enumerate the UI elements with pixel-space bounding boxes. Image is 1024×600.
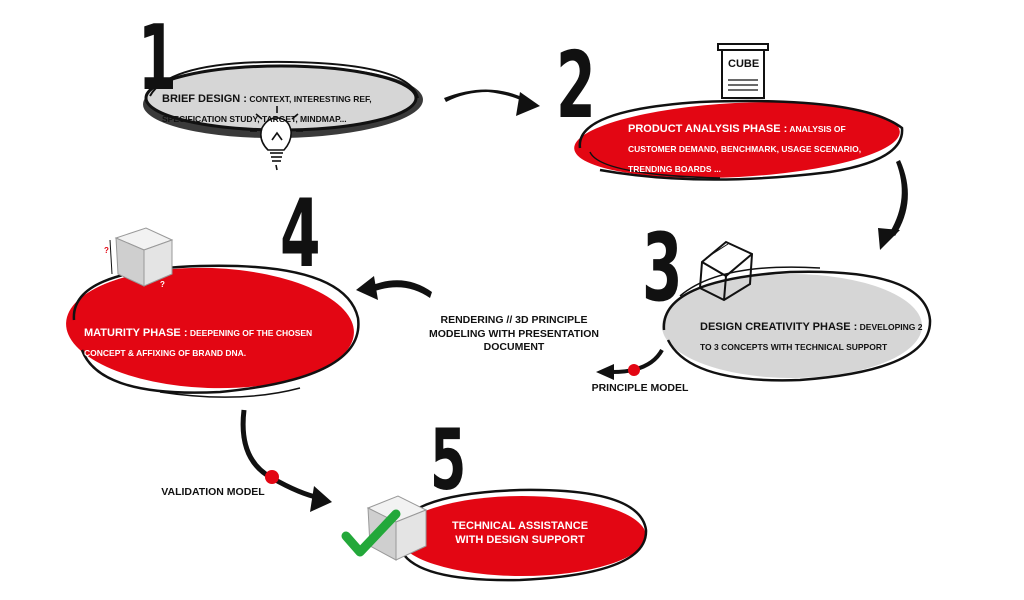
rendering-label: RENDERING // 3D PRINCIPLE MODELING WITH …: [429, 314, 599, 354]
step-5-blob: [396, 488, 648, 582]
cube-question-mark-1: ?: [104, 246, 109, 255]
step-3-detail: DEVELOPING 2 TO 3 CONCEPTS WITH TECHNICA…: [700, 322, 923, 352]
step-1-heading: BRIEF DESIGN :: [162, 93, 247, 105]
arrow-2-to-3: [878, 160, 908, 250]
step-1-blob: [143, 60, 423, 139]
wireframe-cube-icon: [698, 240, 754, 302]
step-3-number: 3: [642, 214, 683, 323]
principle-model-label: PRINCIPLE MODEL: [591, 382, 689, 394]
document-icon-text: CUBE: [728, 58, 760, 70]
step-2-number: 2: [556, 32, 596, 139]
checked-cube-icon: [341, 495, 428, 561]
step-4-detail: DEEPENING OF THE CHOSEN CONCEPT & AFFIXI…: [84, 328, 313, 358]
step-4-number: 4: [280, 180, 321, 289]
step-1-text: BRIEF DESIGN : CONTEXT, INTERESTING REF,…: [162, 88, 408, 128]
validation-model-arrow: [240, 409, 332, 512]
step-2-blob: [574, 99, 904, 181]
document-icon: [717, 43, 769, 99]
step-3-heading: DESIGN CREATIVITY PHASE :: [700, 321, 858, 333]
cube-icon: [109, 227, 174, 287]
step-4-heading: MATURITY PHASE :: [84, 327, 188, 339]
step-2-text: PRODUCT ANALYSIS PHASE : ANALYSIS OF CUS…: [628, 118, 868, 178]
step-1-detail: CONTEXT, INTERESTING REF, SPECIFICATION …: [162, 94, 372, 124]
step-3-blob: [662, 266, 932, 382]
step-4-text: MATURITY PHASE : DEEPENING OF THE CHOSEN…: [84, 322, 346, 362]
step-5-number: 5: [430, 411, 467, 509]
arrow-3-to-4: [356, 276, 432, 300]
cube-question-mark-2: ?: [160, 280, 165, 289]
arrow-1-to-2: [444, 89, 540, 116]
validation-model-label: VALIDATION MODEL: [161, 486, 265, 498]
principle-model-arrow: [596, 348, 664, 380]
step-1-number: 1: [138, 6, 177, 111]
lightbulb-icon: [250, 106, 303, 171]
step-3-text: DESIGN CREATIVITY PHASE : DEVELOPING 2 T…: [700, 316, 924, 356]
step-2-detail: ANALYSIS OF CUSTOMER DEMAND, BENCHMARK, …: [628, 124, 862, 174]
step-2-heading: PRODUCT ANALYSIS PHASE :: [628, 123, 788, 135]
step-5-text: TECHNICAL ASSISTANCE WITH DESIGN SUPPORT: [451, 520, 589, 546]
